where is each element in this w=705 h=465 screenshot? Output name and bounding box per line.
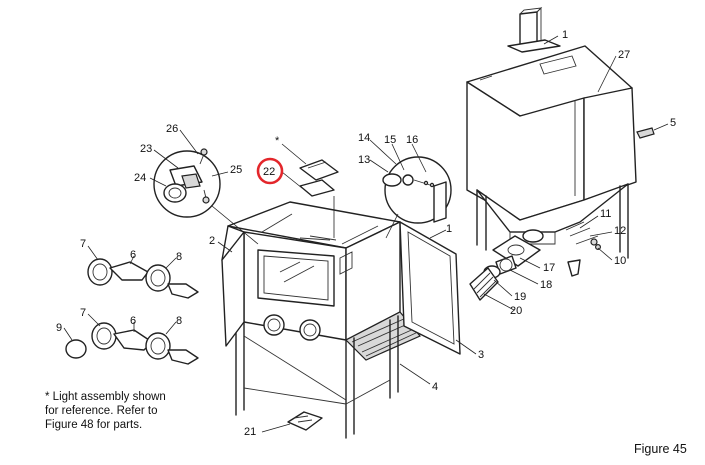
figure-label: Figure 45 [634,442,687,456]
callout-3: 3 [478,349,484,361]
callout-1-top: 1 [562,29,568,41]
callout-9: 9 [56,322,62,334]
callout-17: 17 [543,262,555,274]
reference-note: * Light assembly shown for reference. Re… [45,390,235,432]
callout-13: 13 [358,154,370,166]
note-line-3: Figure 48 for parts. [45,419,143,431]
callout-24: 24 [134,172,146,184]
glove-assembly-upper [87,258,199,299]
callout-12: 12 [614,225,626,237]
callout-8-upper: 8 [176,251,182,263]
callout-2: 2 [209,235,215,247]
callout-20: 20 [510,305,522,317]
callout-15: 15 [384,134,396,146]
note-line-1: * Light assembly shown [45,391,166,403]
callout-7-upper: 7 [80,238,86,250]
filter-parts [469,221,601,301]
callout-21: 21 [244,426,256,438]
callout-11: 11 [600,208,611,220]
callout-25: 25 [230,164,242,176]
leader-lines [63,35,669,433]
callout-14: 14 [358,132,370,144]
callout-27: 27 [618,49,630,61]
blast-cabinet [221,159,461,439]
callout-5: 5 [670,117,676,129]
glove-assembly-lower [65,322,199,365]
note-line-2: for reference. Refer to [45,405,158,417]
callout-8-lower: 8 [176,315,182,327]
detail-circle-valve [153,148,259,245]
callout-7-lower: 7 [80,307,86,319]
callout-1-door: 1 [446,223,452,235]
dust-collector [466,6,655,259]
callout-6-lower: 6 [130,315,136,327]
callout-26: 26 [166,123,178,135]
callout-22: 22 [263,166,275,178]
star-marker: * [275,135,280,147]
callout-labels: 1 27 5 26 23 24 25 14 15 16 13 22 2 7 6 … [56,29,676,438]
callout-23: 23 [140,143,152,155]
highlight-ring [256,157,284,185]
detail-circle-sensor [382,156,452,239]
callout-19: 19 [514,291,526,303]
callout-18: 18 [540,279,552,291]
callout-16: 16 [406,134,418,146]
callout-10: 10 [614,255,626,267]
callout-4: 4 [432,381,438,393]
callout-6-upper: 6 [130,249,136,261]
